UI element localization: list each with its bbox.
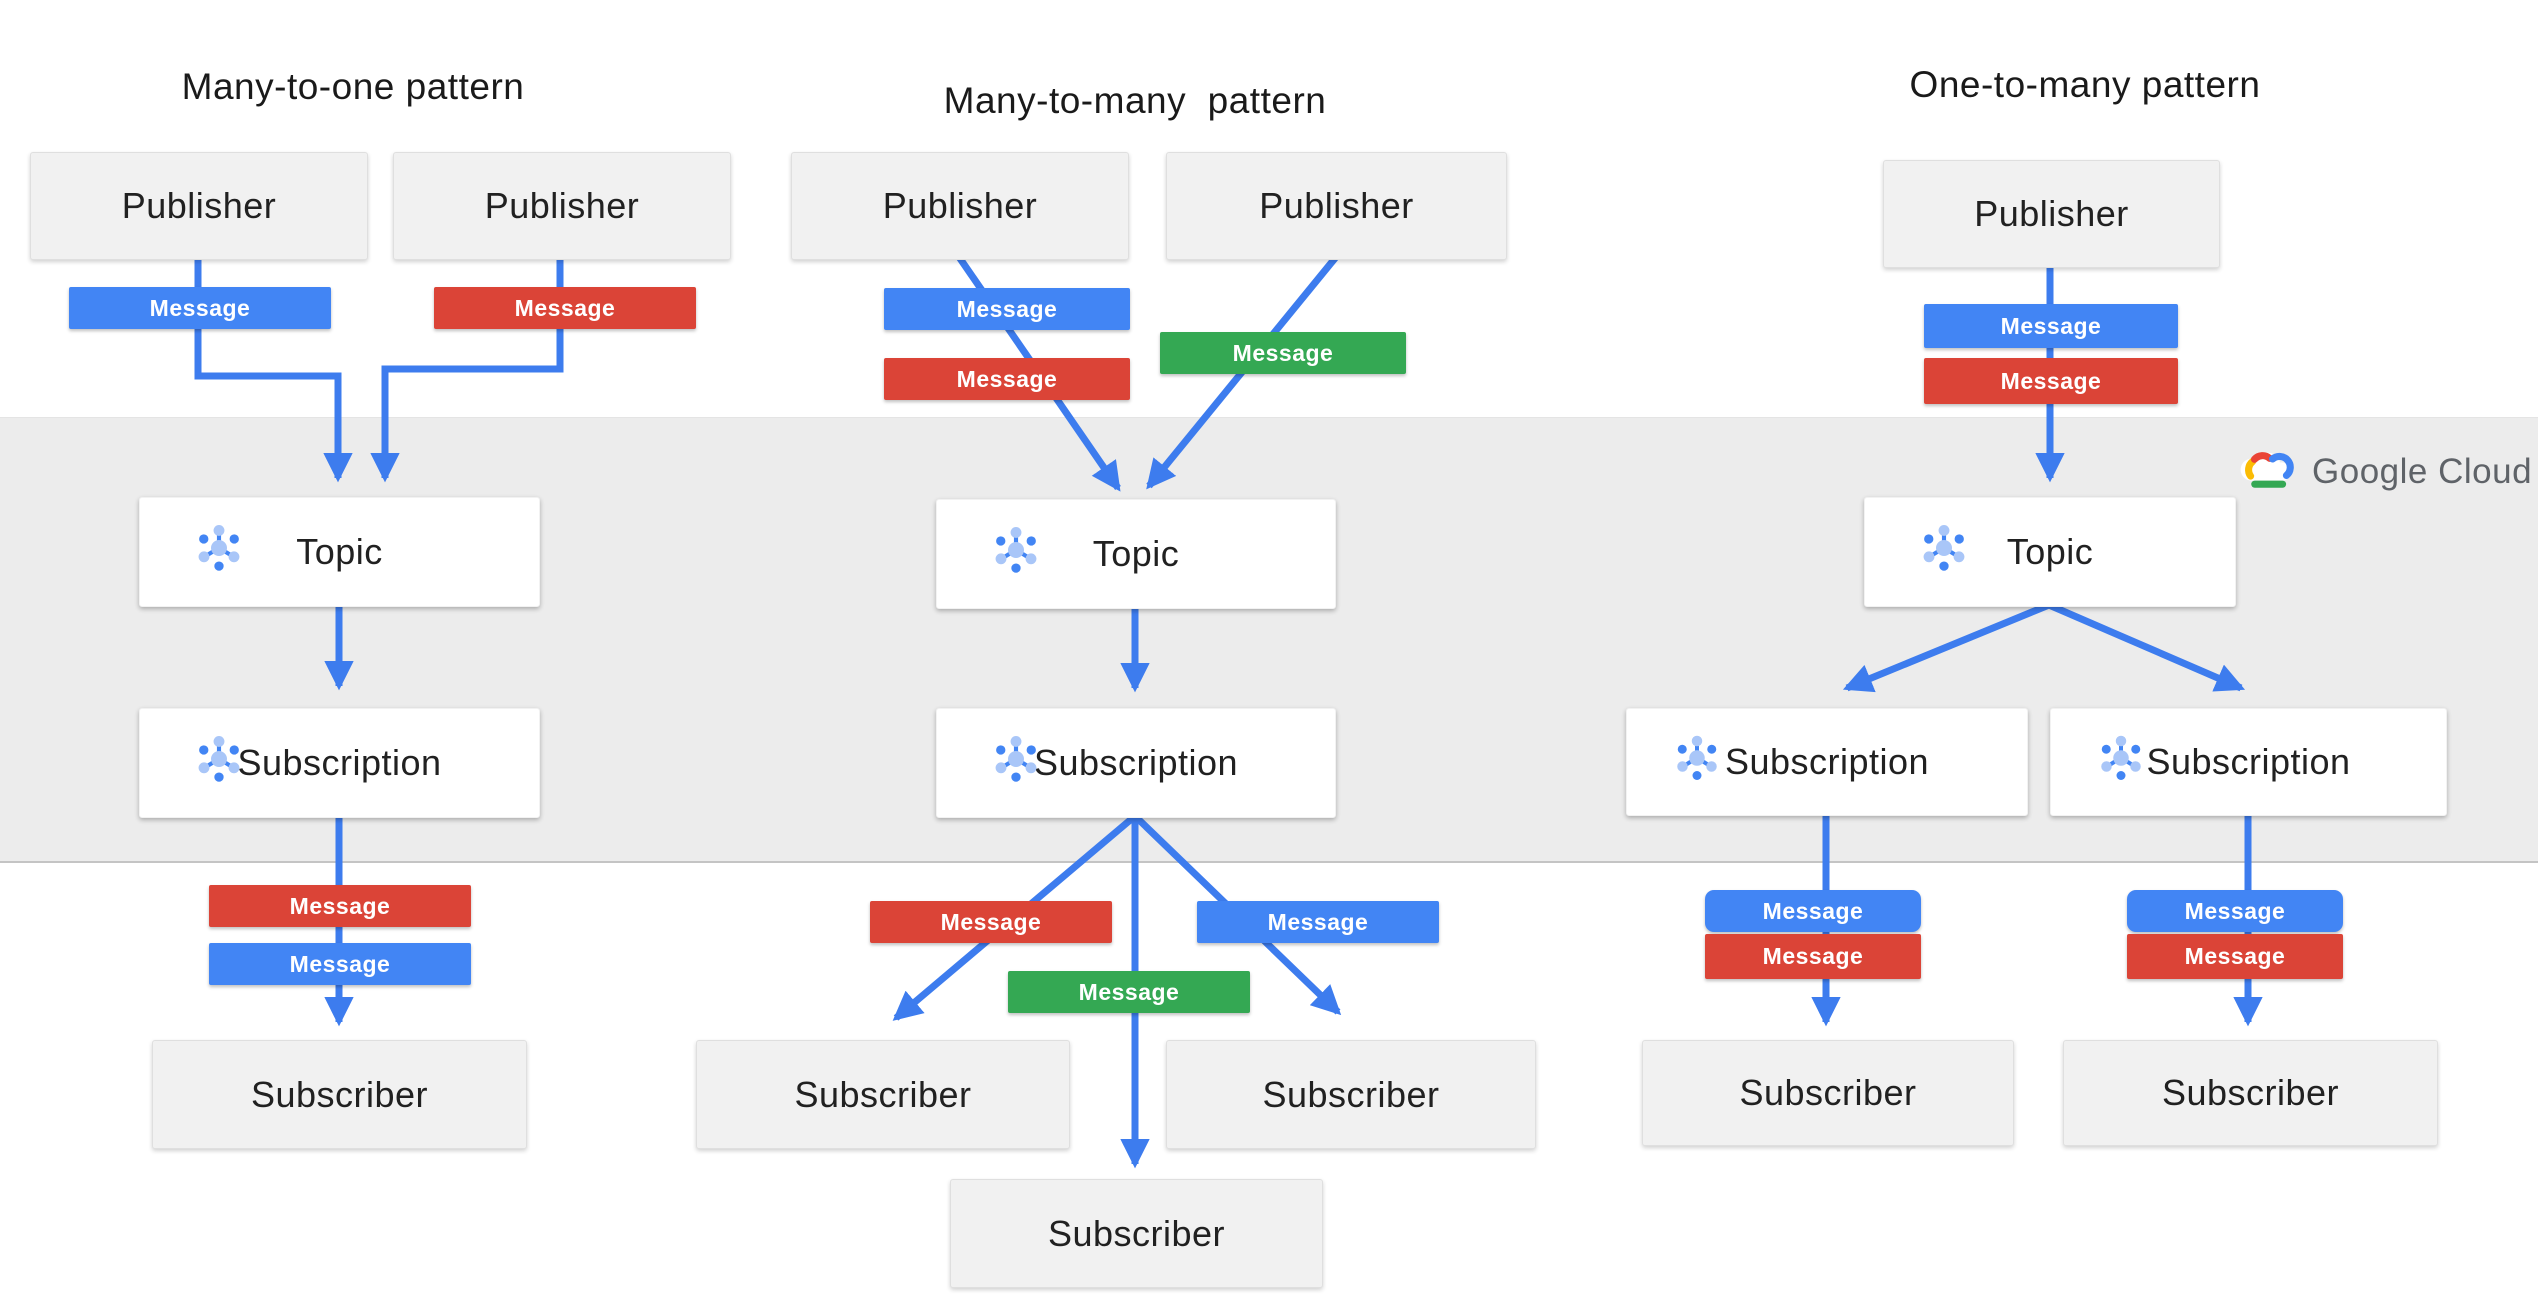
subscription-label: Subscription — [1724, 741, 1930, 782]
message-chip-green: Message — [1008, 971, 1250, 1013]
pubsub-topic-icon — [188, 517, 250, 588]
connector-o2m-topic-subscription2 — [2047, 601, 2246, 692]
pubsub-topic-icon — [985, 519, 1047, 590]
subscriber-box: Subscriber — [1166, 1040, 1536, 1149]
pubsub-subscription-icon — [1667, 728, 1727, 797]
subscriber-box: Subscriber — [152, 1040, 527, 1149]
publisher-box: Publisher — [791, 152, 1129, 260]
subscription-box: Subscription — [139, 708, 540, 818]
pubsub-subscription-icon — [188, 728, 250, 799]
publisher-box: Publisher — [1883, 160, 2220, 268]
subscriber-label: Subscriber — [2161, 1072, 2340, 1113]
subscription-box: Subscription — [2050, 708, 2447, 816]
message-chip-blue: Message — [69, 287, 331, 329]
message-chip-blue: Message — [209, 943, 471, 985]
publisher-label: Publisher — [121, 185, 277, 226]
pattern-title-many-to-one: Many-to-one pattern — [181, 66, 525, 107]
topic-label: Topic — [296, 531, 383, 572]
subscriber-box: Subscriber — [1642, 1040, 2014, 1146]
subscription-box: Subscription — [1626, 708, 2028, 816]
publisher-label: Publisher — [1259, 185, 1414, 226]
publisher-label: Publisher — [882, 185, 1038, 226]
subscription-label: Subscription — [237, 742, 442, 783]
subscriber-label: Subscriber — [1739, 1072, 1917, 1113]
topic-label: Topic — [1092, 533, 1180, 574]
message-chip-blue: Message — [884, 288, 1130, 330]
topic-box: Topic — [1864, 497, 2236, 607]
message-chip-red: Message — [209, 885, 471, 927]
message-chip-red: Message — [2127, 934, 2343, 979]
message-chip-blue: Message — [1705, 890, 1921, 932]
publisher-box: Publisher — [30, 152, 368, 260]
subscription-label: Subscription — [1033, 742, 1239, 783]
message-chip-green: Message — [1160, 332, 1406, 374]
publisher-box: Publisher — [393, 152, 731, 260]
publisher-box: Publisher — [1166, 152, 1507, 260]
message-chip-red: Message — [1705, 934, 1921, 979]
message-chip-blue: Message — [1924, 304, 2178, 348]
publisher-label: Publisher — [484, 185, 640, 226]
topic-label: Topic — [2006, 531, 2094, 572]
subscriber-box: Subscriber — [950, 1179, 1323, 1288]
connector-o2m-topic-subscription1 — [1842, 601, 2051, 693]
pattern-title-one-to-many: One-to-many pattern — [1909, 64, 2261, 105]
subscriber-label: Subscriber — [1047, 1212, 1226, 1254]
subscriber-label: Subscriber — [1262, 1073, 1440, 1115]
subscription-label: Subscription — [2146, 741, 2351, 782]
message-chip-red: Message — [1924, 358, 2178, 404]
topic-box: Topic — [936, 499, 1336, 609]
message-chip-red: Message — [434, 287, 696, 329]
message-chip-blue: Message — [2127, 890, 2343, 932]
subscriber-box: Subscriber — [2063, 1040, 2438, 1146]
publisher-label: Publisher — [1974, 193, 2129, 234]
pubsub-subscription-icon — [2091, 728, 2151, 797]
google-cloud-logo-icon — [2238, 444, 2300, 499]
pubsub-subscription-icon — [985, 728, 1047, 799]
pattern-title-many-to-many: Many-to-many pattern — [943, 80, 1327, 121]
topic-box: Topic — [139, 497, 540, 607]
message-chip-blue: Message — [1197, 901, 1439, 943]
subscriber-box: Subscriber — [696, 1040, 1070, 1149]
pubsub-topic-icon — [1913, 517, 1975, 588]
google-cloud-logo-text: Google Cloud — [2312, 451, 2533, 491]
message-chip-red: Message — [870, 901, 1112, 943]
message-chip-red: Message — [884, 358, 1130, 400]
google-cloud-logo: Google Cloud — [2238, 444, 2532, 499]
subscription-box: Subscription — [936, 708, 1336, 818]
subscriber-label: Subscriber — [794, 1073, 972, 1115]
subscriber-label: Subscriber — [250, 1073, 429, 1115]
